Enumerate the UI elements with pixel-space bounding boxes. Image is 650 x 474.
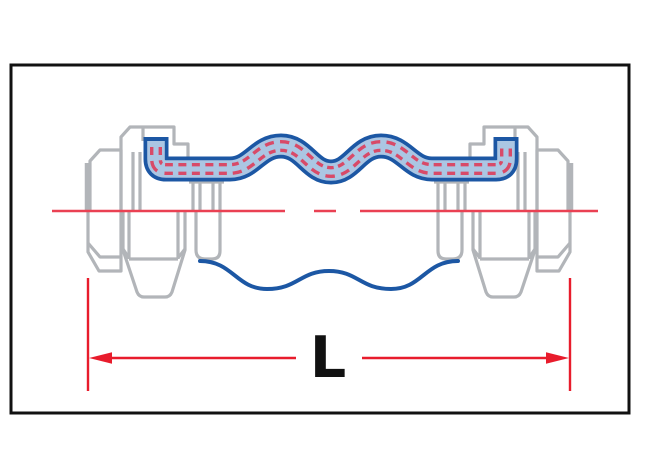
drawing-frame (9, 63, 631, 415)
arrowhead-left-icon (89, 352, 112, 364)
dimension-line-L: L (86, 278, 572, 391)
dimension-label: L (310, 325, 346, 391)
bellows-outline-wave (198, 259, 460, 292)
left-fitting-section (84, 125, 224, 211)
arrowhead-right-icon (546, 352, 569, 364)
left-fitting-external (86, 212, 222, 299)
right-fitting-external (436, 212, 572, 299)
